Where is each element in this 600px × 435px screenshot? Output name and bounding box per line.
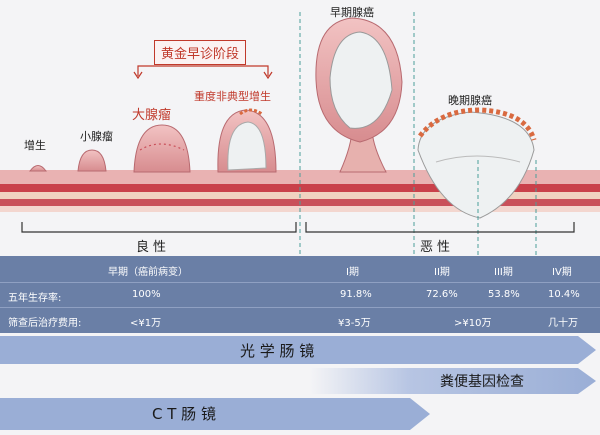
header-stage-4: IV期 <box>552 267 572 278</box>
ct-colonography-arrow <box>0 398 430 430</box>
malignant-bracket <box>305 222 575 233</box>
survival-stage-3: 53.8% <box>488 289 520 300</box>
label-severe-dysplasia: 重度非典型增生 <box>194 90 271 103</box>
survival-label: 五年生存率: <box>8 293 62 304</box>
hyperplasia-lesion <box>29 165 47 172</box>
screening-arrows <box>0 336 596 430</box>
golden-window-text: 黄金早诊阶段 <box>161 47 240 62</box>
small-adenoma-lesion <box>77 149 107 172</box>
table-row-divider-2 <box>0 307 600 308</box>
survival-stage-1: 91.8% <box>340 289 372 300</box>
cost-label: 筛查后治疗费用: <box>8 318 82 329</box>
label-hyperplasia: 增生 <box>24 139 46 152</box>
fecal-gene-test-arrow <box>310 368 596 394</box>
header-early: 早期（癌前病变） <box>108 267 188 278</box>
label-early-cancer: 早期腺癌 <box>330 6 374 19</box>
malignant-label: 恶性 <box>420 240 455 255</box>
benign-bracket <box>21 222 297 233</box>
survival-stage-4: 10.4% <box>548 289 580 300</box>
optical-colonoscopy-label: 光 学 肠 镜 <box>240 342 315 360</box>
survival-stage-2: 72.6% <box>426 289 458 300</box>
stage-data-table: 早期（癌前病变） I期 II期 III期 IV期 五年生存率: 100% 91.… <box>0 256 600 333</box>
header-stage-3: III期 <box>494 267 513 278</box>
golden-window-label: 黄金早诊阶段 <box>154 40 247 65</box>
cost-stage-2-3: >¥10万 <box>454 318 492 329</box>
golden-window-bracket <box>137 65 269 76</box>
ct-colonography-label: C T 肠 镜 <box>152 405 216 423</box>
fecal-gene-test-label: 粪便基因检查 <box>440 374 524 390</box>
header-stage-2: II期 <box>434 267 450 278</box>
survival-early: 100% <box>132 289 161 300</box>
large-adenoma-lesion <box>133 124 191 173</box>
optical-colonoscopy-arrow <box>0 336 596 364</box>
header-stage-1: I期 <box>346 267 359 278</box>
label-small-adenoma: 小腺瘤 <box>80 130 113 143</box>
colon-tissue-illustration <box>0 12 600 256</box>
benign-label: 良性 <box>136 240 171 255</box>
cost-early: <¥1万 <box>130 318 162 329</box>
label-large-adenoma: 大腺瘤 <box>132 108 172 123</box>
label-late-cancer: 晚期腺癌 <box>448 94 492 107</box>
cost-stage-1: ¥3-5万 <box>338 318 371 329</box>
table-row-divider-1 <box>0 282 600 283</box>
cost-stage-4: 几十万 <box>548 318 578 329</box>
